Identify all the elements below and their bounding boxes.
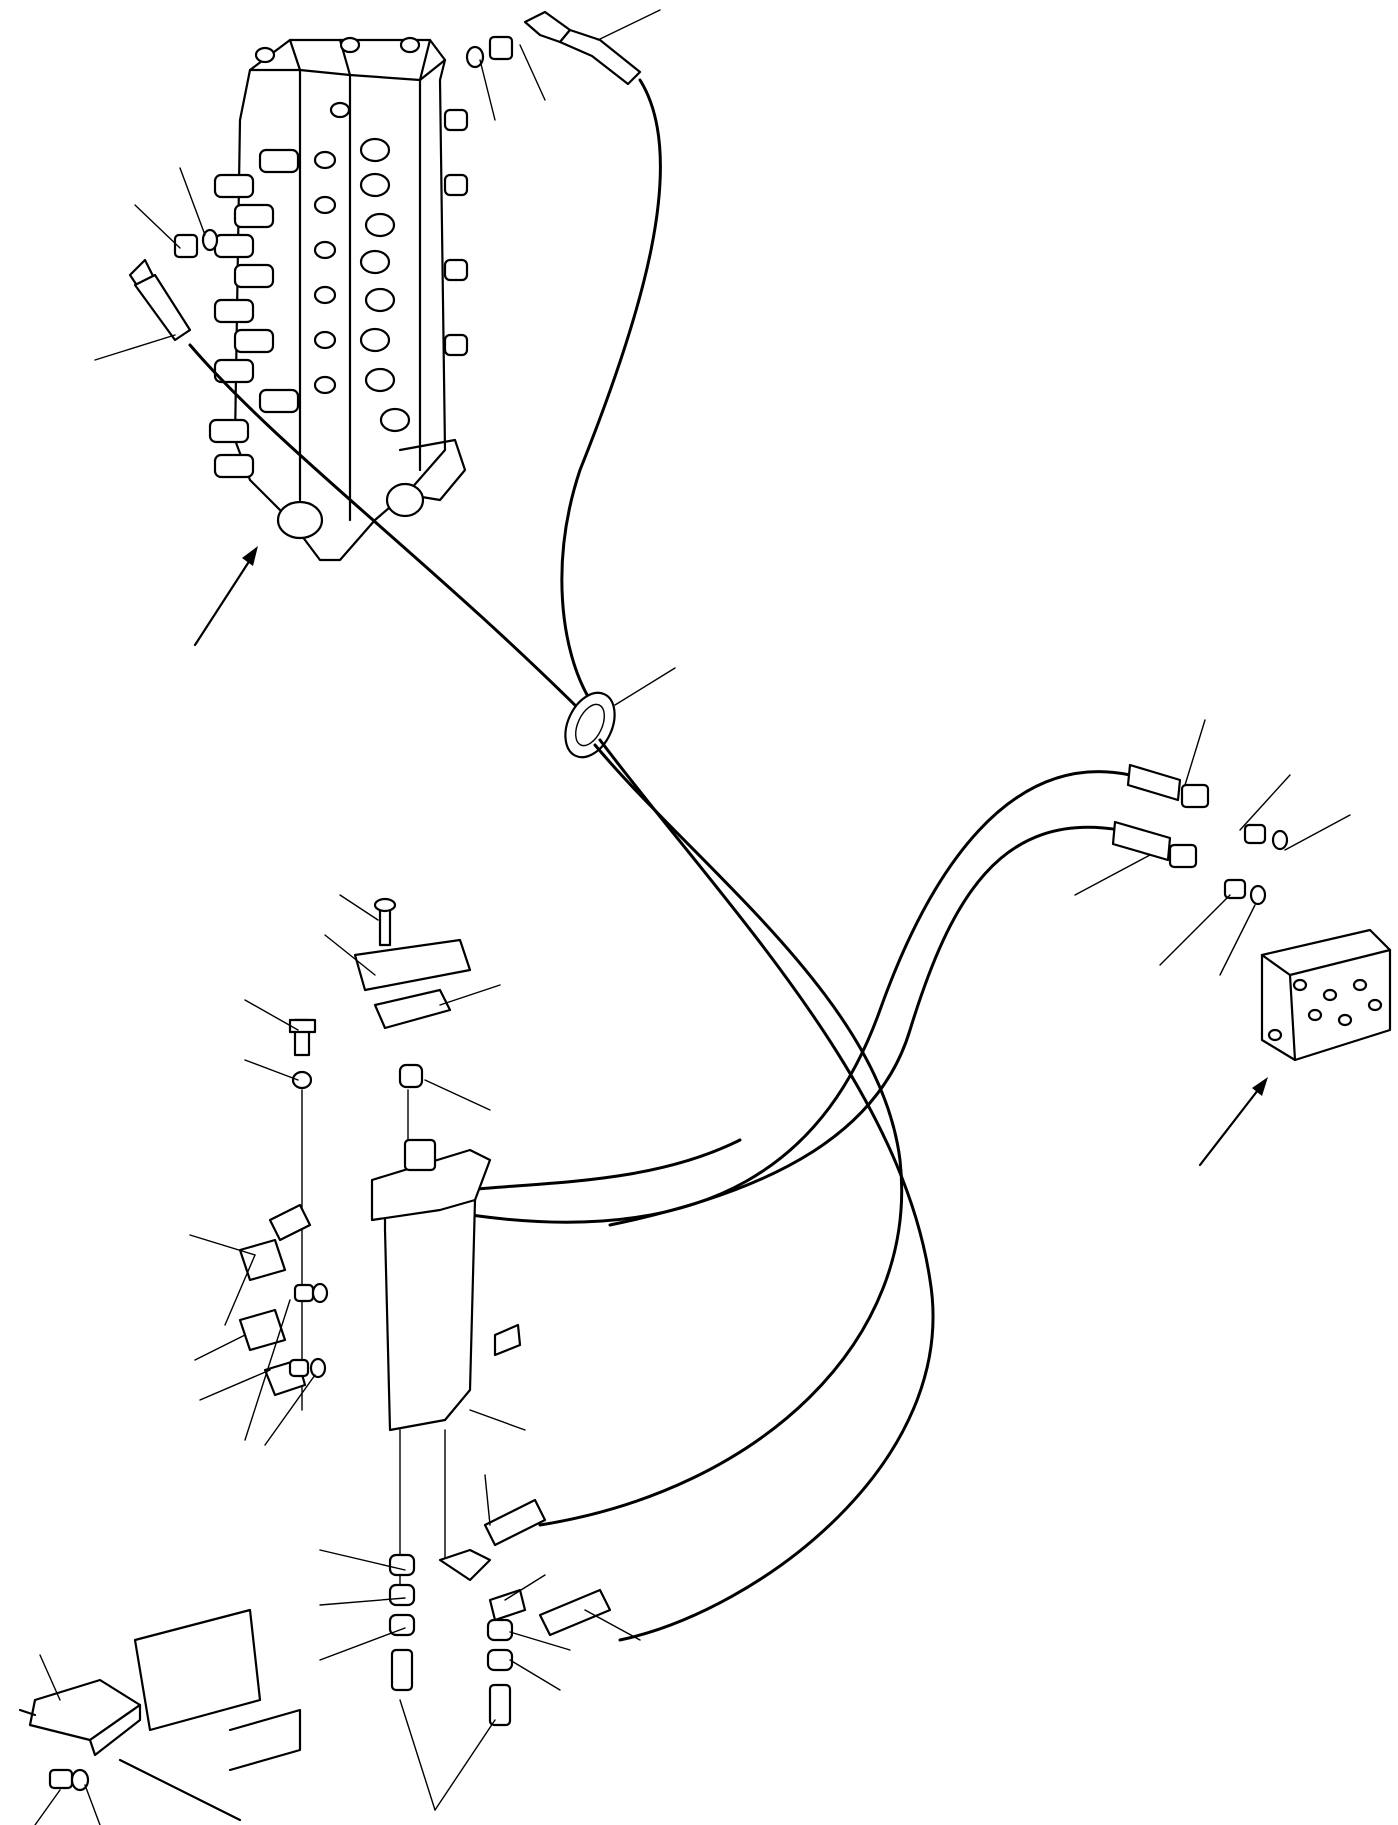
direction-arrows [193,546,1268,1167]
leader-lines [34,9,1351,1825]
left-fittings [128,228,592,722]
valve-caps-left [208,148,300,479]
valve-ports-side [443,108,469,357]
ppc-valve [288,897,522,1591]
valve-ports-right [254,36,425,540]
control-valve [208,36,469,562]
junction-block [1111,763,1392,1062]
top-fittings [465,10,662,702]
ppc-fittings [238,1203,329,1397]
lock-switch [18,1608,302,1822]
bottom-fittings [388,1498,612,1727]
